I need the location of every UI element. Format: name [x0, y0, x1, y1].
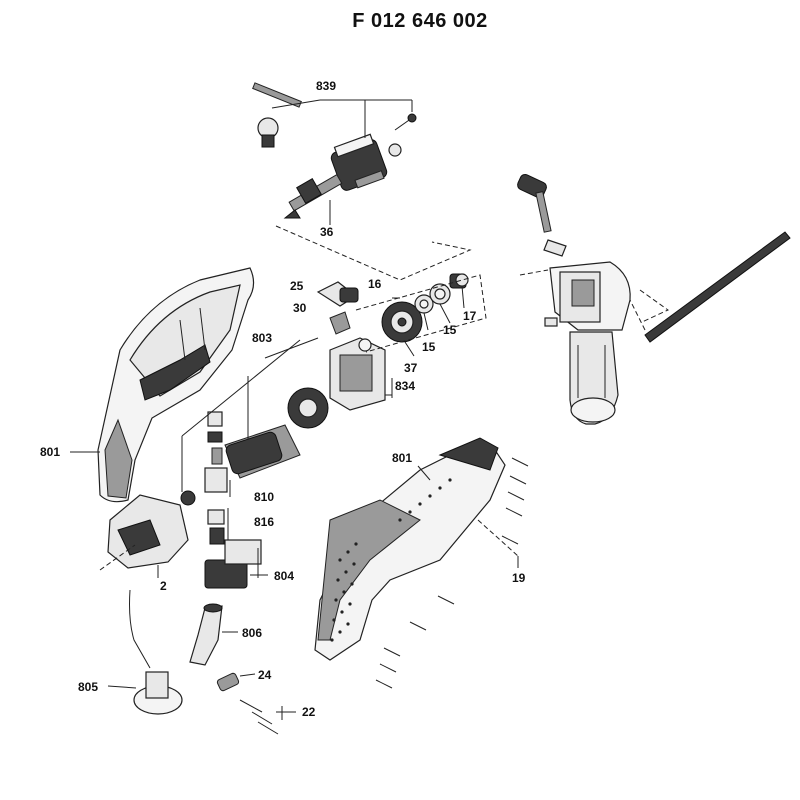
gear-housing-834 — [329, 337, 386, 411]
part-2-cover — [107, 494, 189, 569]
brush-816 — [207, 509, 225, 545]
label-839: 839 — [316, 79, 336, 93]
housing-shell-left — [97, 267, 255, 503]
grip-dots — [330, 478, 452, 642]
chuck-key — [252, 82, 302, 148]
bearing-15a — [414, 294, 434, 314]
gear-cover-25 — [316, 281, 359, 307]
chuck-screw — [394, 113, 417, 131]
label-801-right: 801 — [392, 451, 412, 465]
label-24: 24 — [258, 668, 272, 682]
label-36: 36 — [320, 225, 334, 239]
housing-screws — [375, 457, 529, 689]
bearing-15b — [429, 283, 451, 305]
clamp-24 — [216, 672, 240, 692]
label-15b: 15 — [443, 323, 457, 337]
housing-shell-right — [314, 437, 506, 661]
label-16: 16 — [368, 277, 382, 291]
diagram-title: F 012 646 002 — [352, 10, 488, 32]
gear-37 — [381, 301, 423, 343]
label-25: 25 — [290, 279, 304, 293]
auxiliary-handle — [549, 261, 631, 425]
screws-22 — [239, 699, 279, 735]
label-37: 37 — [404, 361, 418, 375]
label-803: 803 — [252, 331, 272, 345]
label-816: 816 — [254, 515, 274, 529]
label-22: 22 — [302, 705, 316, 719]
label-801-left: 801 — [40, 445, 60, 459]
depth-stop-rod — [644, 231, 791, 343]
spindle-36 — [283, 173, 343, 219]
label-19: 19 — [512, 571, 526, 585]
handle-knob — [517, 173, 567, 257]
switch-804 — [204, 539, 262, 589]
label-806: 806 — [242, 626, 262, 640]
label-834: 834 — [395, 379, 415, 393]
armature-803 — [204, 387, 329, 493]
label-810: 810 — [254, 490, 274, 504]
power-cord-805 — [129, 589, 183, 715]
drill-chuck — [330, 133, 402, 191]
field-810 — [207, 411, 223, 465]
label-15a: 15 — [422, 340, 436, 354]
switch-30 — [329, 311, 351, 335]
label-804: 804 — [274, 569, 294, 583]
label-17: 17 — [463, 309, 477, 323]
label-30: 30 — [293, 301, 307, 315]
handle-insert-806 — [189, 603, 223, 666]
label-2: 2 — [160, 579, 167, 593]
label-805: 805 — [78, 680, 98, 694]
